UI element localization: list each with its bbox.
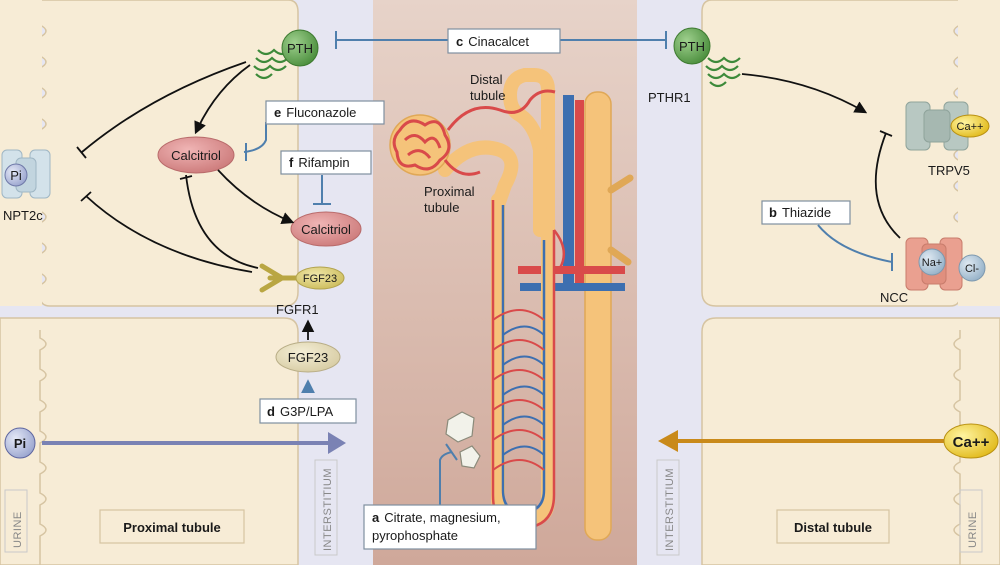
ca-transporter-label: Ca++ (957, 121, 984, 133)
panel-right-label: Distal tubule (794, 520, 872, 535)
fgf23-free-label: FGF23 (288, 350, 328, 365)
interstitium-label-left-box: INTERSTITIUM (314, 459, 338, 556)
drug-e-letter: e (274, 105, 281, 120)
urine-label-right-box: URINE (959, 489, 983, 553)
drug-f-text: Rifampin (298, 155, 349, 170)
kidney-stone (445, 411, 475, 443)
fgf23-free-molecule (275, 341, 341, 373)
urine-label-left-box: URINE (4, 489, 28, 553)
urine-label-right: URINE (967, 511, 979, 548)
proximal-tubule-cells (0, 0, 299, 565)
pi-transporter-ion (4, 163, 28, 187)
pi-transporter-label: Pi (10, 168, 22, 183)
npt2c-label: NPT2c (3, 208, 43, 223)
na-ion (918, 248, 946, 276)
fgf23-bound-label: FGF23 (303, 273, 337, 285)
drug-a-letter: a (372, 510, 380, 525)
collecting-duct (584, 91, 612, 541)
calcitriol-2-label: Calcitriol (301, 222, 351, 237)
proximal-tubule-label-top: Proximal (424, 184, 475, 199)
interstitium-label-right: INTERSTITIUM (664, 468, 676, 551)
trpv5-label: TRPV5 (928, 163, 970, 178)
calcitriol-molecule-2 (290, 211, 362, 247)
vein-trunk (563, 95, 574, 290)
artery-trunk (575, 100, 584, 290)
cl-ion (958, 254, 986, 282)
calcitriol-molecule-1 (157, 136, 235, 174)
drug-box-d-g3p-lpa: d G3P/LPA (259, 398, 357, 424)
ncc-label: NCC (880, 290, 908, 305)
drug-f-letter: f (289, 155, 294, 170)
pth-left-label: PTH (287, 41, 313, 56)
distal-tubule-panel-title: Distal tubule (776, 509, 890, 544)
interstitium-label-right-box: INTERSTITIUM (656, 459, 680, 556)
drug-inhibition-lines (243, 31, 893, 505)
cl-label: Cl- (965, 263, 979, 275)
drug-box-a-citrate: a Citrate, magnesium, pyrophosphate (363, 504, 537, 550)
urine-label-left: URINE (12, 511, 24, 548)
panel-left-label: Proximal tubule (123, 520, 221, 535)
drug-box-b-thiazide: b Thiazide (761, 200, 851, 225)
ca-ion-label: Ca++ (953, 434, 990, 451)
drug-d-text: G3P/LPA (280, 404, 334, 419)
drug-c-letter: c (456, 34, 463, 49)
pthr1-label: PTHR1 (648, 90, 691, 105)
pth-molecule-left (281, 29, 319, 67)
proximal-tubule-label-bottom: tubule (424, 200, 459, 215)
drug-d-letter: d (267, 404, 275, 419)
ca-ion (943, 423, 999, 459)
distal-tubule-label-bottom: tubule (470, 88, 505, 103)
fgf23-bound-molecule (295, 266, 345, 290)
kidney-stone (459, 445, 481, 469)
drug-box-e-fluconazole: e Fluconazole (265, 100, 385, 125)
drug-box-f-rifampin: f Rifampin (280, 150, 372, 175)
na-label: Na+ (922, 257, 943, 269)
drug-a-line1: Citrate, magnesium, (384, 510, 500, 525)
drug-e-text: Fluconazole (286, 105, 356, 120)
pi-ion-label: Pi (14, 436, 26, 451)
fgfr1-label: FGFR1 (276, 302, 319, 317)
drug-a-line2: pyrophosphate (372, 528, 458, 543)
pth-receptor-left (253, 48, 291, 80)
pth-molecule-right (673, 27, 711, 65)
distal-tubule-label-top: Distal (470, 72, 503, 87)
calcitriol-1-label: Calcitriol (171, 148, 221, 163)
drug-b-letter: b (769, 205, 777, 220)
pth-right-label: PTH (679, 39, 705, 54)
fgfr1-receptor (259, 263, 303, 293)
ca-transporter-ion (950, 114, 990, 138)
drug-c-text: Cinacalcet (468, 34, 529, 49)
drug-b-text: Thiazide (782, 205, 831, 220)
interstitium-label-left: INTERSTITIUM (322, 468, 334, 551)
signaling-arrows (76, 61, 901, 340)
drug-box-c-cinacalcet: c Cinacalcet (447, 28, 561, 54)
pthr1-receptor (705, 56, 741, 88)
pi-ion (4, 427, 36, 459)
proximal-tubule-panel-title: Proximal tubule (99, 509, 245, 544)
